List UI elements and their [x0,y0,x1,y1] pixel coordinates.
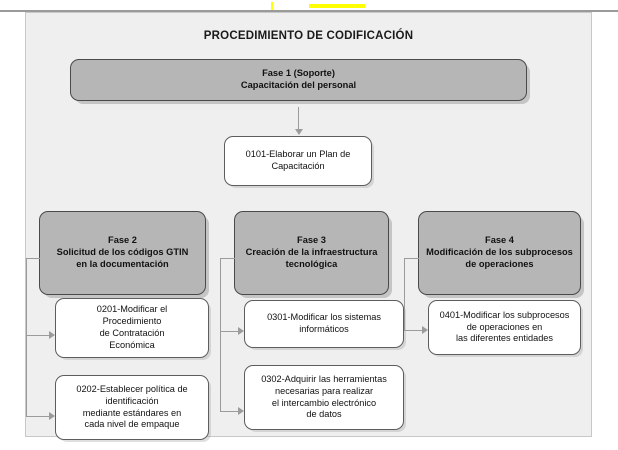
yellow-highlight-mark-small [271,2,273,10]
arrow-fase4-to-0401 [422,326,428,334]
node-fase-4[interactable]: Fase 4 Modificación de los subprocesos d… [418,211,581,295]
node-task-0201-label: 0201-Modificar el Procedimiento de Contr… [96,304,168,350]
node-fase-1[interactable]: Fase 1 (Soporte) Capacitación del person… [70,59,527,101]
node-task-0401[interactable]: 0401-Modificar los subprocesos de operac… [428,300,581,355]
connector-fase3-bus-vertical [220,258,222,412]
node-task-0101[interactable]: 0101-Elaborar un Plan de Capacitación [224,136,372,186]
connector-fase2-to-0201 [26,335,50,337]
node-fase-3-label: Fase 3 Creación de la infraestructura te… [245,235,378,269]
connector-fase4-bus-vertical [404,258,406,331]
node-fase-1-label: Fase 1 (Soporte) Capacitación del person… [240,68,357,90]
node-fase-2[interactable]: Fase 2 Solicitud de los códigos GTIN en … [39,211,206,295]
arrow-fase2-to-0201 [49,331,55,339]
connector-fase2-to-0202 [26,416,50,418]
connector-fase3-to-0301 [220,331,239,333]
node-task-0202-label: 0202-Establecer política de identificaci… [76,383,188,430]
diagram-frame: PROCEDIMIENTO DE CODIFICACIÓN Fase 1 (So… [25,12,592,440]
connector-fase4-bus-top [404,258,419,260]
node-task-0302-label: 0302-Adquirir las herramientas necesaria… [261,373,387,420]
yellow-highlight-mark-long [309,4,365,8]
node-task-0401-label: 0401-Modificar los subprocesos de operac… [439,309,570,344]
node-task-0202[interactable]: 0202-Establecer política de identificaci… [55,375,209,440]
connector-fase3-bus-top [220,258,235,260]
arrow-fase3-to-0302 [238,407,244,415]
node-task-0302[interactable]: 0302-Adquirir las herramientas necesaria… [244,365,404,430]
node-task-0301[interactable]: 0301-Modificar los sistemas informáticos [244,300,404,348]
page-title: PROCEDIMIENTO DE CODIFICACIÓN [203,30,414,42]
arrow-fase3-to-0301 [238,327,244,335]
node-task-0101-label: 0101-Elaborar un Plan de Capacitación [245,149,351,171]
connector-fase1-to-0101 [298,107,300,131]
arrow-fase2-to-0202 [49,412,55,420]
arrow-fase1-to-0101 [295,129,303,135]
node-fase-2-label: Fase 2 Solicitud de los códigos GTIN en … [56,235,189,269]
connector-fase2-bus-top [26,258,40,260]
connector-fase2-bus-vertical [26,258,28,417]
top-horizontal-rule [0,10,618,12]
node-task-0301-label: 0301-Modificar los sistemas informáticos [267,312,381,334]
node-task-0201[interactable]: 0201-Modificar el Procedimiento de Contr… [55,298,209,358]
node-fase-4-label: Fase 4 Modificación de los subprocesos d… [426,235,573,269]
node-fase-3[interactable]: Fase 3 Creación de la infraestructura te… [234,211,389,295]
connector-fase4-to-0401 [404,330,423,332]
connector-fase3-to-0302 [220,411,239,413]
